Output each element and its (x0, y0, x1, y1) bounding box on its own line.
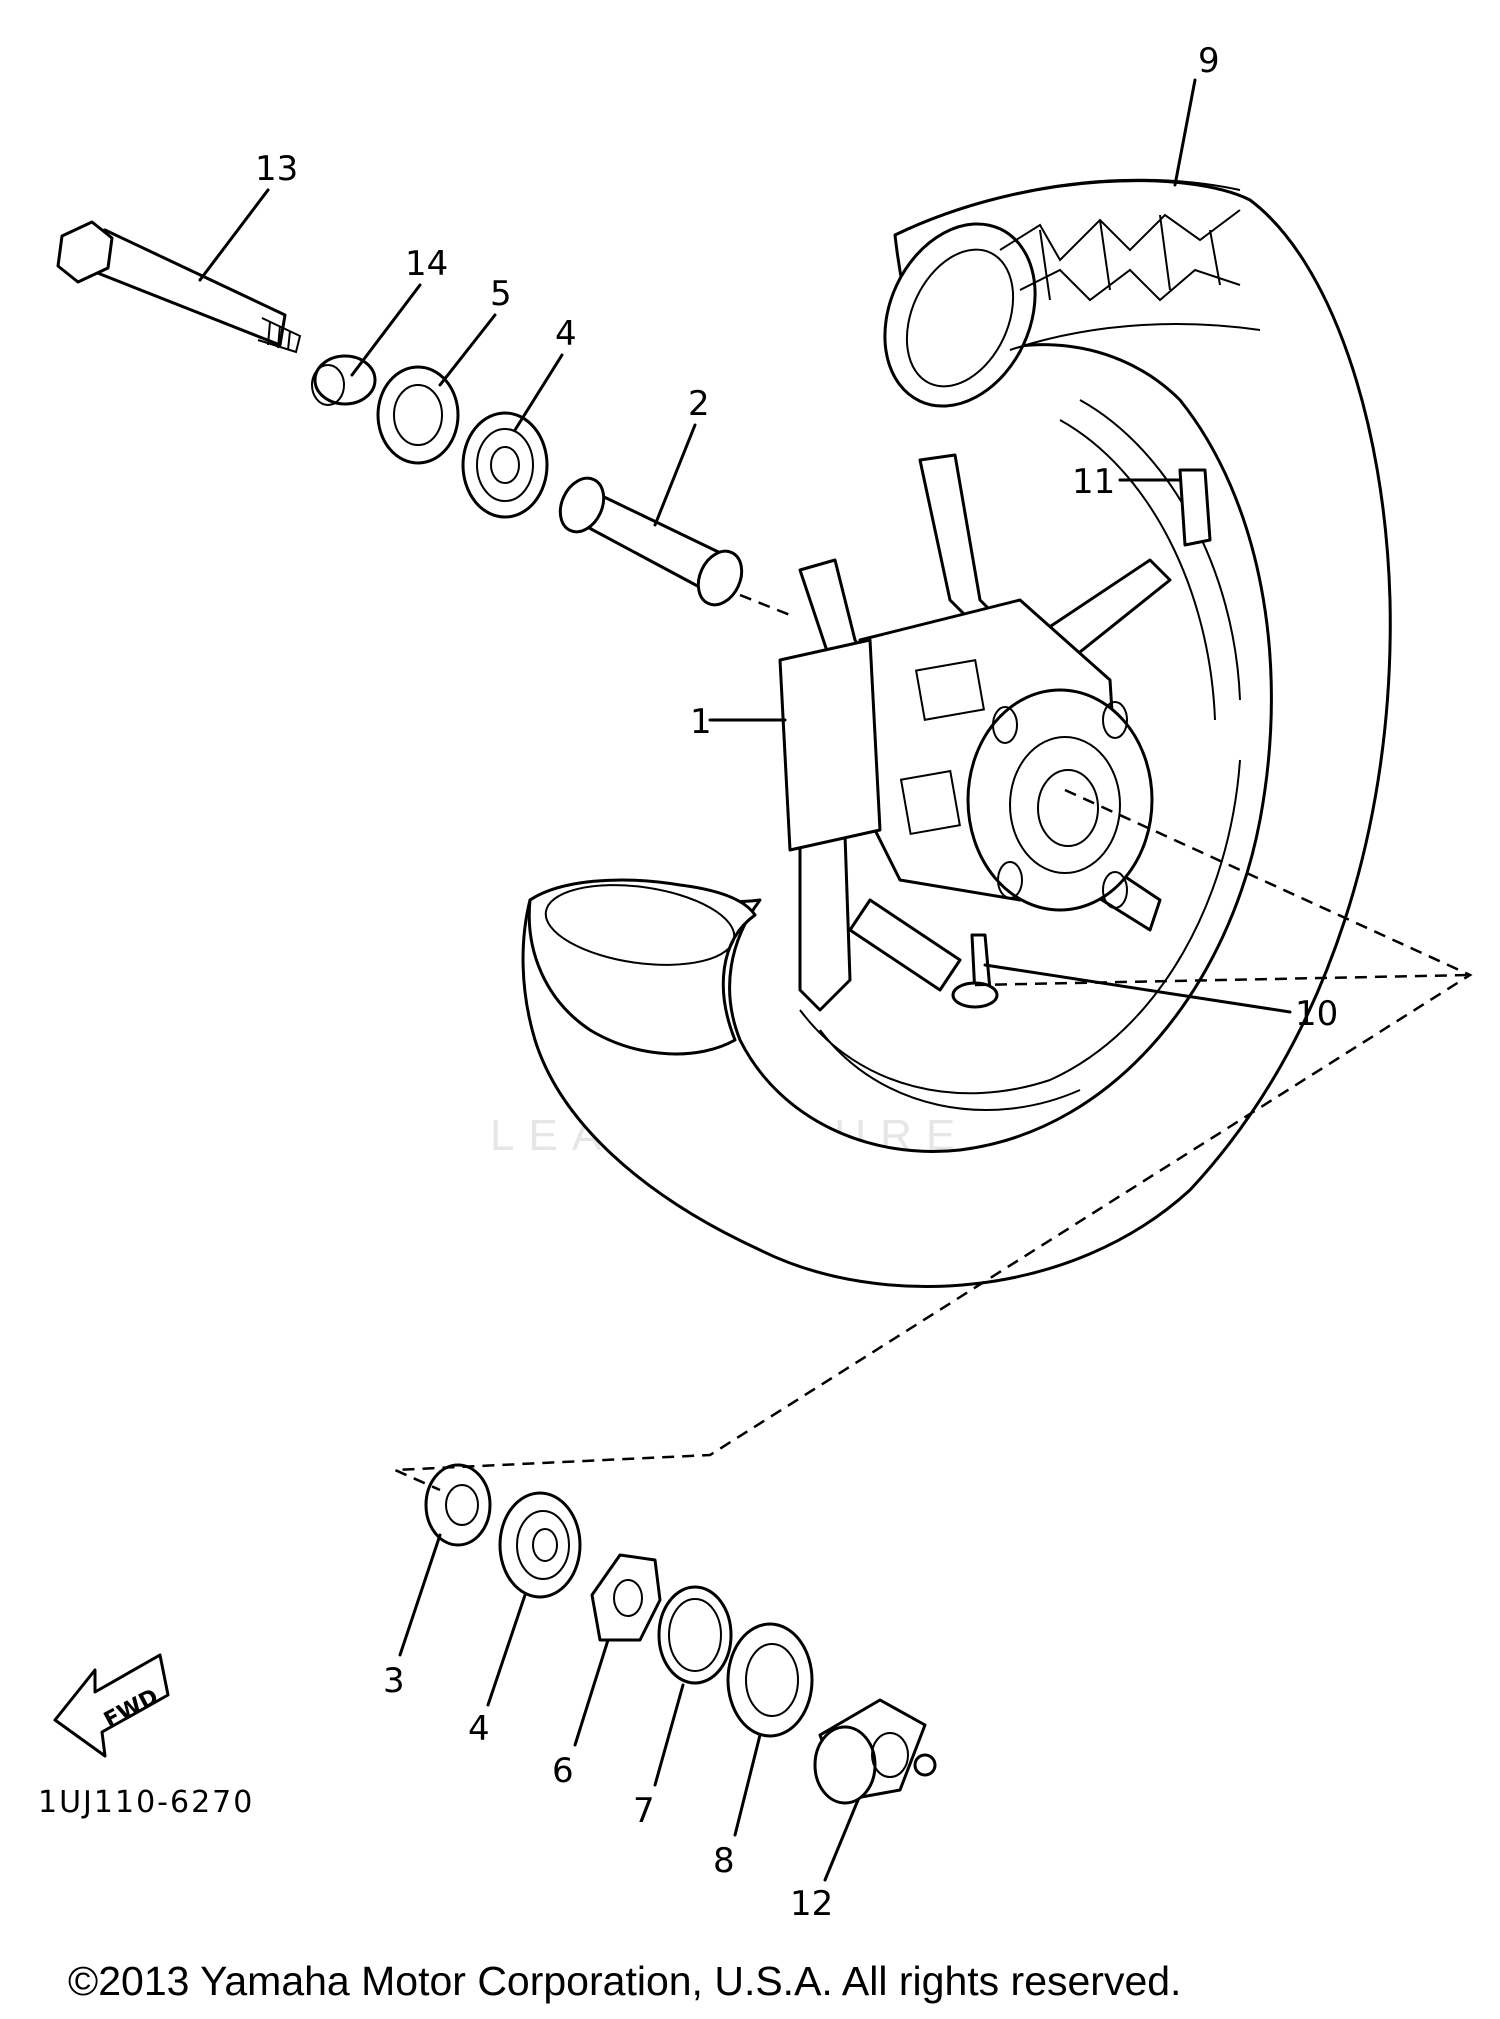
spacer-2 (558, 476, 744, 607)
clutch-6 (590, 1553, 662, 1642)
callout-5: 5 (490, 274, 512, 314)
callout-7: 7 (633, 1791, 655, 1831)
callout-6: 6 (552, 1751, 574, 1791)
bearing-4-upper (461, 411, 549, 519)
fwd-arrow-icon: FWD (53, 1653, 170, 1758)
bearing-4-lower (498, 1491, 582, 1599)
callout-8: 8 (713, 1841, 735, 1881)
callout-12: 12 (790, 1884, 833, 1924)
circlip-7 (657, 1585, 733, 1685)
leader-lines (198, 78, 1292, 1882)
callout-10: 10 (1295, 994, 1338, 1034)
spacer-alignment-line (739, 593, 791, 617)
collar-14 (311, 354, 377, 406)
wheel-hub (778, 453, 1212, 1012)
assembly-alignment-line (394, 788, 1473, 1492)
oil-seal-5 (376, 365, 460, 465)
callout-4-lower: 4 (468, 1709, 490, 1749)
callout-13: 13 (255, 149, 298, 189)
callout-2: 2 (688, 384, 710, 424)
axle-13 (56, 220, 302, 354)
oil-seal-3 (424, 1463, 492, 1547)
callout-11: 11 (1072, 462, 1115, 502)
callout-4-upper: 4 (555, 314, 577, 354)
callout-9: 9 (1198, 41, 1220, 81)
callout-1: 1 (690, 702, 712, 742)
copyright-notice: ©2013 Yamaha Motor Corporation, U.S.A. A… (68, 1958, 1181, 2004)
callout-14: 14 (405, 244, 448, 284)
oil-seal-8 (726, 1622, 814, 1738)
callout-3: 3 (383, 1661, 405, 1701)
collar-12 (813, 1698, 937, 1805)
valve-alignment-line (974, 973, 1471, 987)
tire (521, 178, 1392, 1288)
diagram-code: 1UJ110-6270 (38, 1785, 254, 1820)
